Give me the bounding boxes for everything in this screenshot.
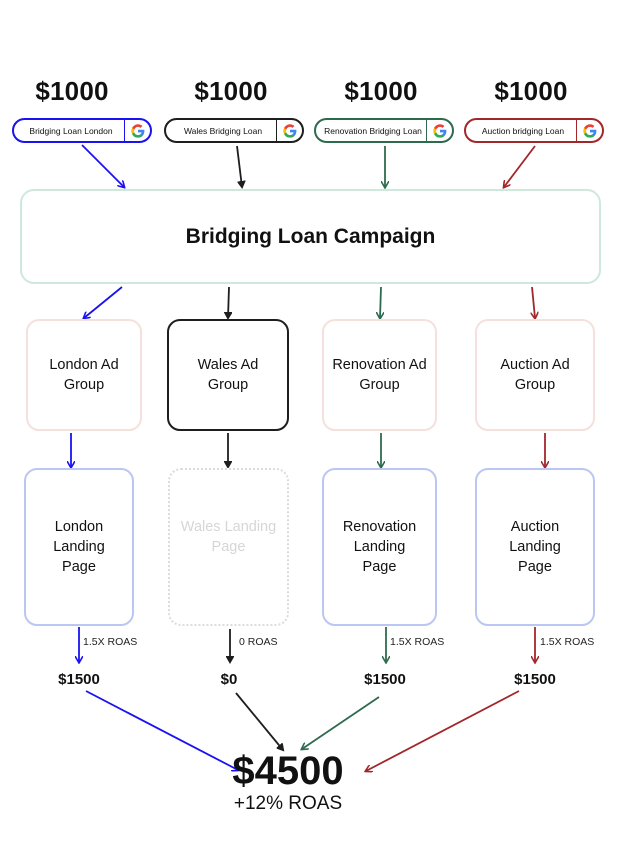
campaign-box: Bridging Loan Campaign [20, 189, 601, 284]
revenue-renovation: $1500 [364, 671, 406, 688]
keyword-text: Wales Bridging Loan [183, 125, 263, 136]
keyword-text: Bridging Loan London [29, 125, 113, 136]
keyword-pill-auction: Auction bridging Loan [464, 118, 604, 143]
landing-label: Wales Landing [180, 519, 277, 535]
landing-label: Landing [509, 539, 561, 555]
landing-label: Page [211, 539, 246, 555]
adgroup-label: Auction Ad [500, 357, 570, 373]
adgroup-wales: Wales Ad Group [167, 319, 289, 431]
landing-label: Auction [510, 519, 560, 535]
adgroup-renovation: Renovation Ad Group [322, 319, 437, 431]
landing-label: Page [362, 559, 397, 575]
keyword-text: Renovation Bridging Loan [324, 125, 422, 136]
landing-label: Page [62, 559, 96, 575]
revenue-wales: $0 [220, 671, 238, 688]
roas-label-london: 1.5X ROAS [83, 636, 138, 648]
landing-label: Renovation [342, 519, 417, 535]
adgroup-label: Group [359, 377, 400, 393]
roas-label-renovation: 1.5X ROAS [390, 636, 445, 648]
adgroup-london: London Ad Group [26, 319, 142, 431]
budget-auction: $1000 [494, 76, 568, 106]
roas-label-auction: 1.5X ROAS [540, 636, 595, 648]
campaign-title: Bridging Loan Campaign [185, 224, 436, 248]
arrow-renovation-revenue-to-total [302, 696, 380, 749]
revenue-london: $1500 [58, 671, 100, 688]
adgroup-label: London Ad [49, 357, 119, 373]
keyword-pill-renovation: Renovation Bridging Loan [314, 118, 454, 143]
adgroup-label: Group [207, 377, 249, 393]
adgroup-label: Renovation Ad [332, 357, 427, 373]
landing-label: Page [518, 559, 552, 575]
arrow-campaign-to-wales-adgroup [228, 286, 229, 318]
google-icon [124, 120, 150, 141]
arrow-auction-keyword-to-campaign [504, 145, 536, 187]
arrow-campaign-to-auction-adgroup [532, 286, 535, 318]
arrow-campaign-to-london-adgroup [84, 286, 123, 318]
arrow-london-keyword-to-campaign [81, 144, 124, 187]
total-revenue: $4500 [232, 749, 344, 793]
arrow-campaign-to-renovation-adgroup [380, 286, 381, 318]
arrow-auction-revenue-to-total [366, 690, 520, 771]
arrow-wales-revenue-to-total [235, 692, 283, 750]
adgroup-label: Group [63, 377, 105, 393]
keyword-pill-wales: Wales Bridging Loan [164, 118, 304, 143]
google-icon [576, 120, 602, 141]
budget-wales: $1000 [194, 76, 268, 106]
budget-renovation: $1000 [344, 76, 418, 106]
arrow-wales-keyword-to-campaign [236, 145, 242, 187]
arrow-london-revenue-to-total [85, 690, 238, 770]
google-icon [426, 120, 452, 141]
keyword-pill-london: Bridging Loan London [12, 118, 152, 143]
landing-label: London [54, 519, 104, 535]
total-roas: +12% ROAS [233, 793, 343, 814]
landing-label: Landing [53, 539, 105, 555]
google-icon [276, 120, 302, 141]
landing-label: Landing [353, 539, 406, 555]
keyword-text: Auction bridging Loan [481, 125, 565, 136]
adgroup-label: Group [514, 377, 556, 393]
adgroup-auction: Auction Ad Group [475, 319, 595, 431]
budget-london: $1000 [35, 76, 109, 106]
revenue-auction: $1500 [514, 671, 556, 688]
adgroup-label: Wales Ad [197, 357, 259, 373]
roas-label-wales: 0 ROAS [239, 636, 278, 648]
